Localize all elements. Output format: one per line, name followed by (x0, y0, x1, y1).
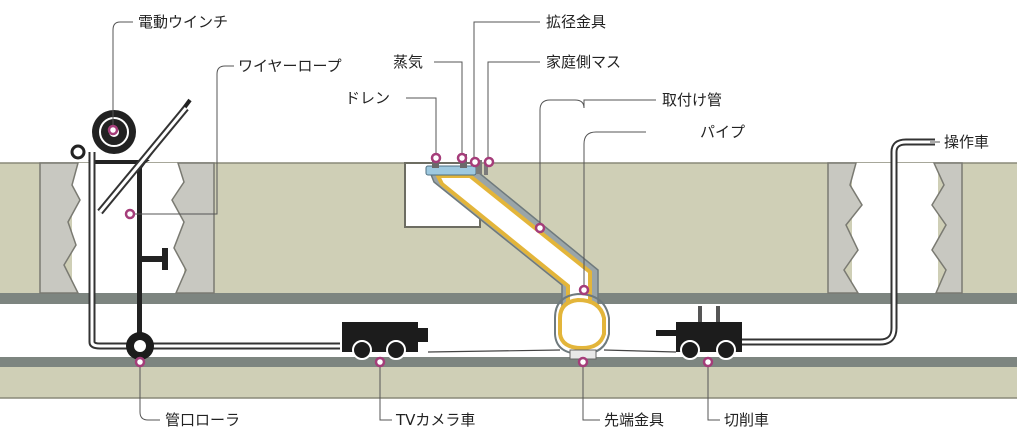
tv-camera-wheel-front (352, 340, 372, 360)
tow-cable-right (603, 349, 677, 353)
label-tip-fitting: 先端金具 (604, 411, 664, 429)
winch-stand (88, 160, 150, 164)
leader-cutting-vehicle (707, 362, 720, 421)
dot-winch (107, 124, 119, 136)
leader-drain (406, 97, 437, 156)
leader-winch (112, 21, 133, 130)
dot-wire-rope (124, 208, 136, 220)
dot-attached-pipe (534, 222, 546, 234)
leader-house-box (487, 61, 540, 160)
expansion-fitting-shape (476, 160, 482, 174)
cutting-vehicle-mast-right (716, 306, 720, 322)
leader-expansion (473, 21, 540, 162)
label-winch: 電動ウインチ (138, 13, 228, 31)
pipe-bulb-outer (554, 292, 610, 356)
main-pipe-top-wall (0, 293, 1017, 304)
dot-expansion (469, 156, 481, 168)
label-attached-pipe: 取付け管 (662, 91, 722, 109)
dot-tv-camera (374, 356, 386, 368)
dot-house-box (483, 156, 495, 168)
right-manhole-wall-left (827, 162, 863, 294)
label-wire-rope: ワイヤーロープ (238, 57, 342, 75)
label-steam: 蒸気 (393, 53, 423, 71)
label-cutting-vehicle: 切削車 (724, 411, 769, 429)
label-control-vehicle: 操作車 (944, 133, 989, 151)
cutting-wheel-rear (716, 340, 736, 360)
leader-attached-pipe (539, 99, 656, 228)
winch-drum-ring (99, 117, 129, 147)
wire-rope-inner (90, 152, 340, 348)
house-box-marker (484, 163, 488, 175)
tv-camera-lens (418, 328, 428, 342)
winch-small-pulley (70, 144, 86, 160)
pipe-bulb (558, 297, 606, 351)
label-pipe-mouth-roller: 管口ローラ (165, 411, 240, 429)
left-manhole-wall-right (171, 162, 215, 294)
leader-steam (434, 61, 463, 156)
wire-rope-boom-inner (98, 107, 188, 213)
cutting-vehicle-mast-left (698, 306, 702, 322)
tow-cable-left (427, 349, 561, 353)
dot-steam (456, 152, 468, 164)
rod-bracket-plate (162, 248, 168, 270)
leader-roller (139, 362, 160, 421)
right-manhole-wall-right (931, 162, 963, 294)
leader-wire-rope (130, 65, 234, 215)
label-drain: ドレン (345, 89, 390, 107)
rod-bracket (142, 256, 164, 262)
pipe-mouth-roller-hub (134, 340, 146, 352)
dot-cutting (702, 356, 714, 368)
leader-pipe (583, 131, 646, 290)
label-pipe: パイプ (700, 123, 745, 141)
cutting-wheel-front (680, 340, 700, 360)
control-cable-inner (742, 140, 935, 344)
tv-camera-wheel-rear (386, 340, 406, 360)
dot-pipe (578, 284, 590, 296)
cutting-vehicle-arm (656, 330, 676, 336)
dot-drain (430, 152, 442, 164)
dot-tip-fitting (577, 356, 589, 368)
label-house-side-box: 家庭側マス (546, 53, 621, 71)
left-manhole-wall-left (39, 162, 81, 294)
main-pipe-bottom-wall (0, 357, 1017, 367)
leader-tip-fitting (582, 360, 600, 421)
roller-rod (137, 162, 142, 342)
label-expansion-fitting: 拡径金具 (546, 13, 606, 31)
label-tv-camera-vehicle: TVカメラ車 (395, 411, 475, 429)
leader-tv-camera (379, 362, 392, 421)
dot-roller (134, 356, 146, 368)
ground-below-pipe (0, 367, 1017, 398)
